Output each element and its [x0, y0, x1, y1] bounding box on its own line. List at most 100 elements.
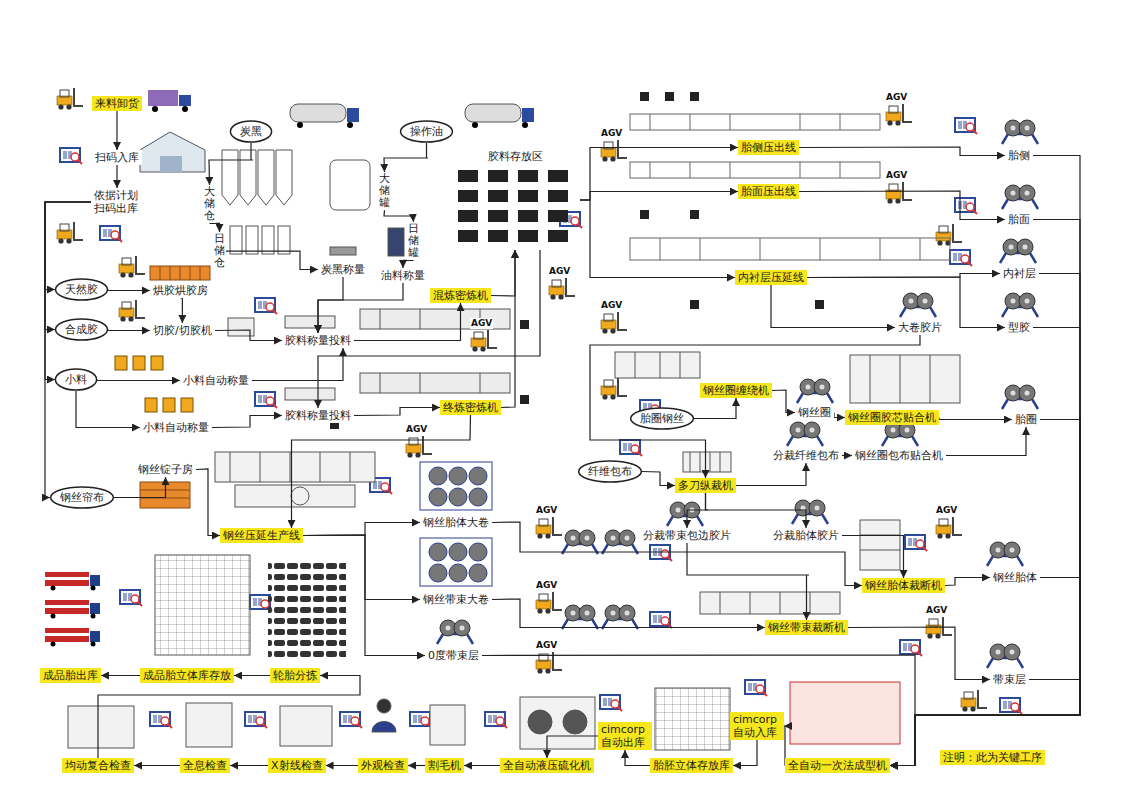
oil-tanks — [330, 160, 370, 210]
key-process-label: 胎侧压出线 — [738, 140, 799, 155]
material-ellipse: 炭黑 — [230, 120, 272, 143]
scanner-icons — [900, 640, 922, 656]
node-text: 大储仓 — [204, 186, 215, 222]
storage-grid — [458, 210, 478, 222]
oil-tanks — [388, 228, 404, 256]
node-text: 0度带束层 — [428, 649, 479, 662]
flow-connector — [799, 191, 1005, 220]
agv-boxes — [690, 92, 699, 101]
carbon-tanker — [290, 104, 346, 122]
flow-connector — [547, 736, 598, 758]
carbon-tanker — [297, 122, 303, 128]
flow-connector — [687, 493, 708, 528]
small-material-scales — [163, 398, 175, 412]
node-text: 钢丝帘布 — [60, 491, 104, 504]
material-ellipse: 纤维包布 — [578, 460, 642, 483]
node-text: 胎侧压出线 — [741, 141, 796, 154]
process-label: 胶料称量投料 — [282, 333, 354, 348]
carbon-silos — [240, 150, 256, 205]
mixers — [360, 309, 510, 329]
flow-connector — [181, 298, 183, 323]
flow-connector — [209, 143, 253, 185]
forklift-icons — [119, 300, 145, 322]
extrusion-lines — [650, 114, 840, 130]
vertical-label: 大储罐 — [378, 172, 391, 210]
node-text: 钢丝胎体 — [993, 571, 1037, 584]
flow-connector — [945, 578, 990, 586]
process-label: 钢丝胎体 — [990, 570, 1040, 585]
oven-cutter — [150, 266, 254, 336]
process-label: 型胶 — [1005, 320, 1033, 335]
extrusion-lines — [630, 114, 950, 260]
carbon-tanker — [347, 108, 359, 122]
oil-tanker — [465, 104, 521, 122]
key-process-label: 来料卸货 — [92, 96, 142, 111]
agv-label: AGV — [885, 170, 908, 181]
process-label: 油料称量 — [378, 268, 428, 283]
node-text: 大卷胶片 — [898, 321, 942, 334]
oil-tanks — [330, 160, 404, 256]
agv-boxes — [330, 92, 824, 429]
storage-grid — [458, 230, 478, 242]
node-text: cimcorp 自动入库 — [733, 713, 781, 739]
warehouse — [140, 132, 205, 172]
flow-connector — [501, 250, 515, 408]
carbon-silos — [258, 150, 274, 205]
reel-icons — [667, 502, 703, 526]
node-text: cimcorp 自动出库 — [601, 723, 649, 749]
flow-connector — [116, 111, 117, 150]
flow-connector — [408, 765, 425, 766]
oven-cutter — [160, 266, 200, 280]
flow-connector — [303, 535, 420, 600]
node-text: 钢丝圈包布贴合机 — [855, 449, 943, 462]
reel-racks — [449, 488, 467, 506]
reel-icons — [562, 530, 598, 554]
calender-line — [235, 485, 355, 507]
node-text: 内衬层 — [1003, 267, 1036, 280]
ellipse-outline — [401, 121, 453, 142]
small-material-scales — [133, 356, 145, 370]
flow-connector — [326, 765, 358, 766]
reel-icons — [787, 422, 823, 446]
node-text: 合成胶 — [65, 323, 98, 336]
extrusion-lines — [630, 114, 880, 130]
forklift-icons — [926, 617, 952, 639]
node-text: 全息检查 — [183, 759, 227, 772]
forklift-icons — [549, 278, 575, 300]
agv-boxes — [815, 300, 824, 309]
agv-label: AGV — [600, 128, 623, 139]
forklift-icons — [601, 140, 627, 162]
forklift-icons — [536, 517, 562, 539]
key-process-label: 轮胎分拣 — [270, 668, 320, 683]
scanner-icons — [620, 440, 642, 456]
node-text: 小料自动称量 — [183, 374, 249, 387]
node-text: 钢丝压延生产线 — [223, 529, 300, 542]
node-text: 炭黑称量 — [321, 263, 365, 276]
bead-machines — [870, 355, 930, 403]
forklift-icons — [406, 436, 432, 458]
flow-connector — [318, 250, 540, 408]
key-process-label: 全息检查 — [180, 758, 230, 773]
node-text: 混炼密炼机 — [433, 289, 488, 302]
forklift-icons — [936, 224, 962, 246]
flow-connector — [464, 765, 500, 766]
reel-racks — [469, 488, 487, 506]
storage-grid — [458, 190, 478, 202]
process-label: 胎侧 — [1005, 148, 1033, 163]
node-text: 割毛机 — [428, 759, 461, 772]
node-text: 终炼密炼机 — [443, 401, 498, 414]
extrusion-lines — [630, 162, 880, 178]
storage-grid — [488, 170, 508, 182]
key-process-label: 成品胎立体库存放 — [140, 668, 234, 683]
scanner-icons — [950, 250, 972, 266]
finishing-machines — [528, 710, 552, 734]
key-process-label: 混炼密炼机 — [430, 288, 491, 303]
node-text: 小料 — [65, 373, 87, 386]
key-process-label: 多刀纵裁机 — [675, 478, 736, 493]
incoming-truck — [148, 90, 178, 106]
flow-connector — [625, 750, 650, 766]
reel-racks — [420, 538, 492, 586]
warehouse — [160, 156, 182, 172]
reel-icons — [437, 620, 473, 644]
scanner-icons — [955, 198, 977, 214]
